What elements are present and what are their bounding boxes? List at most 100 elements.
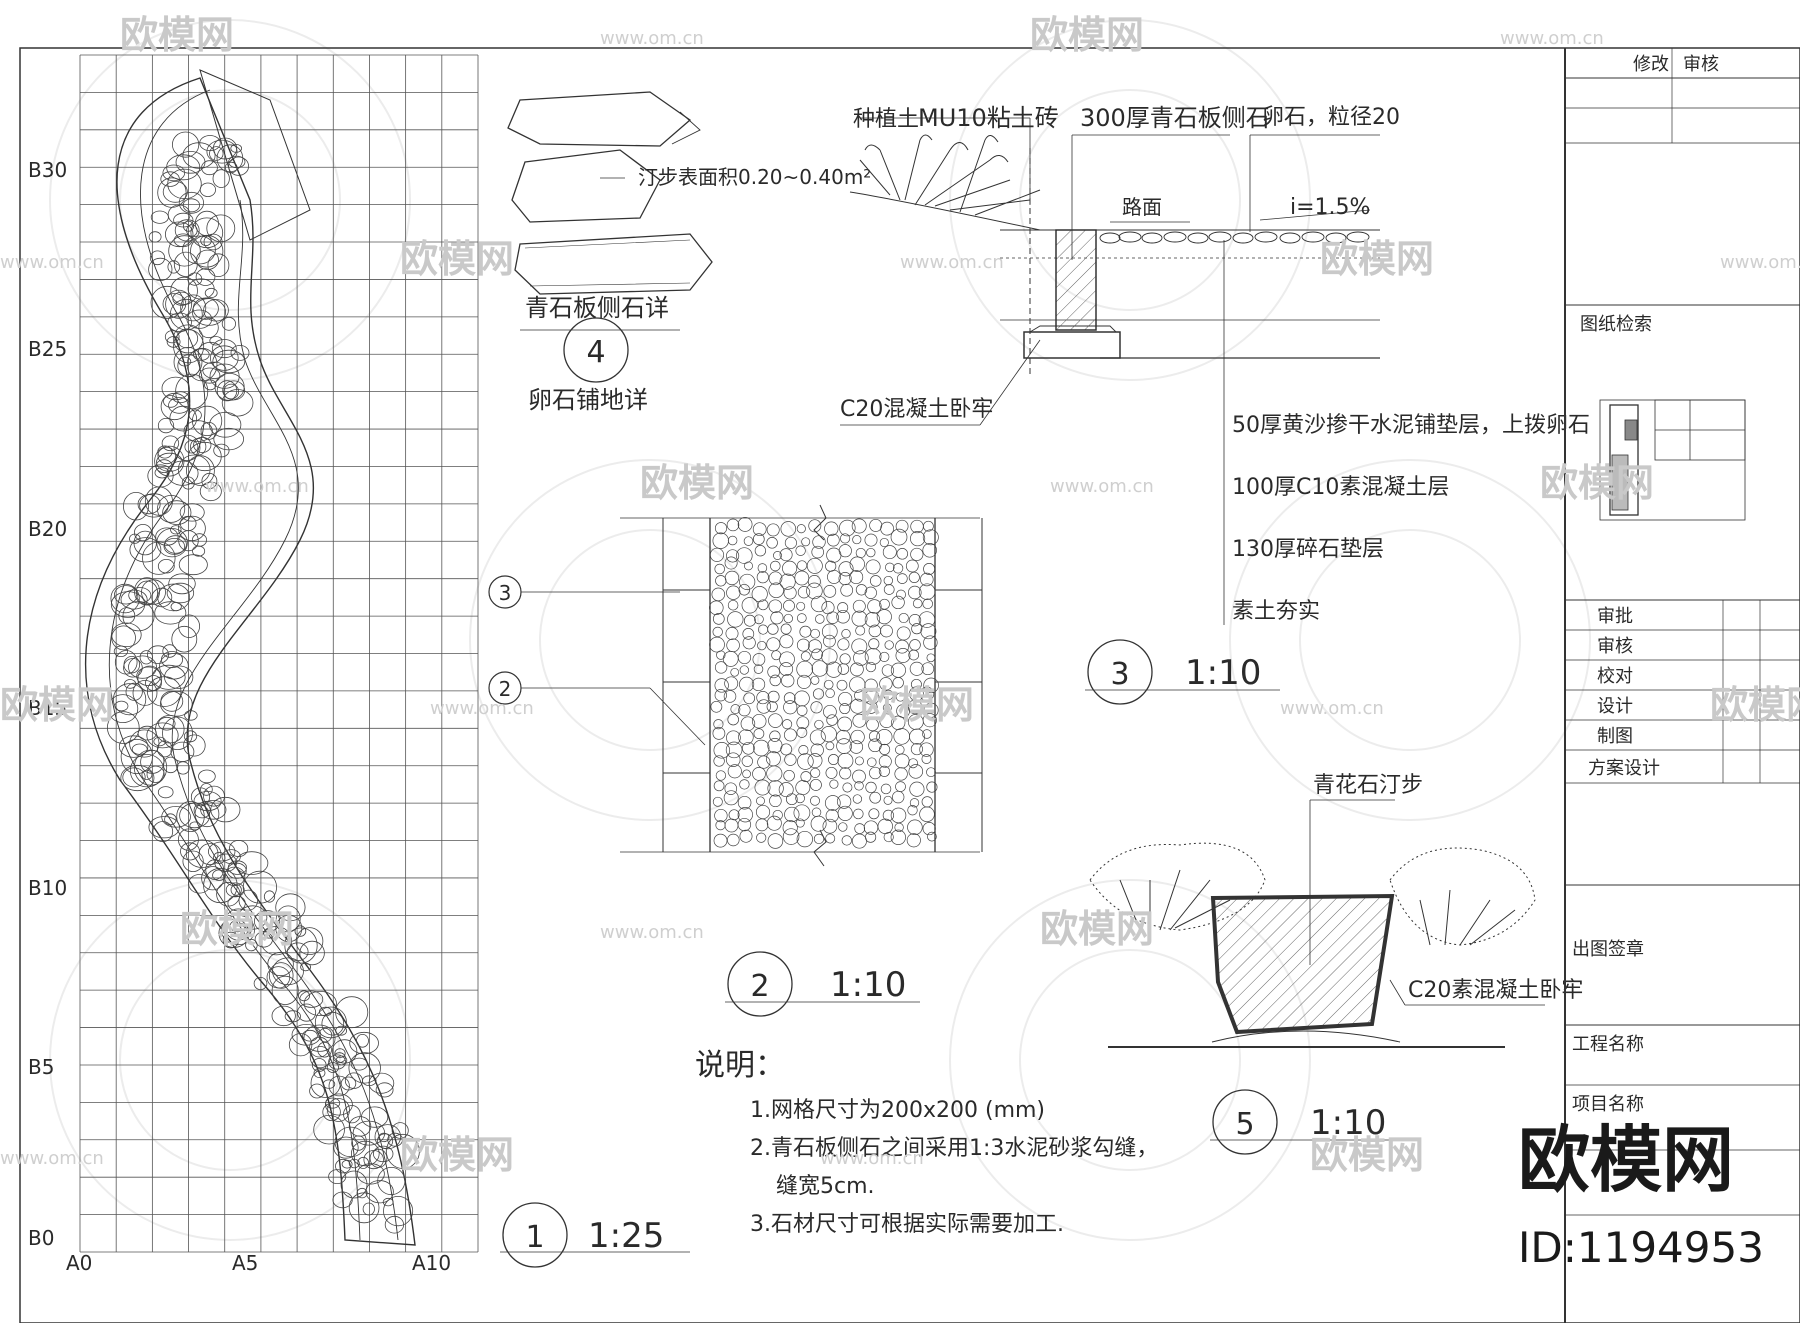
pebble bbox=[814, 719, 824, 730]
pebble bbox=[852, 794, 863, 804]
pebble bbox=[851, 638, 868, 655]
pebble bbox=[234, 922, 249, 937]
pebble bbox=[879, 677, 893, 691]
pebble bbox=[852, 599, 866, 613]
pebble bbox=[190, 438, 207, 456]
note-1: 1.网格尺寸为200x200 (mm) bbox=[750, 1098, 1045, 1123]
watermark-url: www.om.cn bbox=[1720, 252, 1800, 273]
pebble bbox=[908, 649, 920, 661]
tb-review-header: 审核 bbox=[1683, 54, 1719, 75]
pebble bbox=[836, 738, 852, 754]
pebble bbox=[837, 663, 850, 675]
pebble bbox=[896, 573, 908, 584]
pebble bbox=[895, 781, 906, 792]
pebble bbox=[155, 459, 173, 473]
pebble bbox=[766, 765, 783, 782]
pebble bbox=[357, 1156, 370, 1169]
pebble bbox=[799, 625, 812, 638]
pebble bbox=[164, 535, 187, 554]
pebble bbox=[209, 363, 240, 389]
drawing-frame bbox=[19, 47, 1800, 1323]
pebble bbox=[783, 769, 795, 782]
pebble bbox=[391, 1122, 409, 1139]
pebble bbox=[823, 585, 837, 598]
pebble bbox=[744, 561, 753, 571]
pebble bbox=[183, 730, 198, 743]
pebble bbox=[864, 700, 878, 714]
pebble bbox=[171, 625, 198, 653]
pebble bbox=[784, 536, 797, 549]
layer-1: 50厚黄沙掺干水泥铺垫层，上拨卵石 bbox=[1232, 413, 1590, 438]
pebble bbox=[797, 753, 814, 770]
key-plan-thumbnail bbox=[1599, 399, 1746, 521]
pebble bbox=[714, 563, 725, 575]
pebble bbox=[199, 182, 216, 198]
pebble bbox=[726, 585, 741, 600]
pebble bbox=[141, 579, 166, 605]
pebble bbox=[737, 795, 752, 810]
pebble bbox=[855, 547, 866, 559]
pebble bbox=[766, 815, 782, 831]
pebble bbox=[877, 818, 893, 834]
pebble bbox=[782, 560, 798, 576]
pebble bbox=[839, 703, 851, 715]
pebble bbox=[288, 1033, 313, 1057]
watermark-brand: 欧模网 bbox=[1310, 1133, 1424, 1177]
pebble bbox=[133, 523, 152, 542]
pebble bbox=[271, 1005, 296, 1027]
tb-proof: 校对 bbox=[1597, 666, 1633, 687]
pebble bbox=[295, 927, 324, 955]
pebble bbox=[384, 1215, 404, 1234]
pebble bbox=[740, 716, 756, 731]
pebble bbox=[166, 582, 195, 604]
pebble bbox=[725, 741, 743, 759]
pebble bbox=[209, 146, 224, 161]
pebble bbox=[883, 575, 893, 586]
pebble bbox=[724, 676, 739, 691]
pebble bbox=[356, 1034, 369, 1048]
pebble bbox=[879, 651, 890, 662]
pebble bbox=[840, 533, 851, 544]
pebble bbox=[923, 677, 939, 694]
pebble bbox=[221, 914, 255, 946]
pebble bbox=[779, 651, 795, 668]
pebble bbox=[212, 851, 226, 864]
pebble bbox=[272, 957, 304, 986]
pebble bbox=[150, 285, 184, 319]
detail-4-title-pebble: 卵石铺地详 bbox=[528, 386, 648, 414]
pebble bbox=[767, 690, 780, 703]
pebble bbox=[178, 614, 201, 638]
pebble bbox=[742, 741, 755, 755]
pebble bbox=[780, 743, 793, 756]
pebble bbox=[313, 1114, 345, 1145]
pebble bbox=[896, 626, 911, 641]
pebble bbox=[334, 1048, 346, 1059]
pebble bbox=[309, 1083, 325, 1099]
pebble bbox=[151, 664, 186, 690]
pebble bbox=[837, 638, 850, 651]
pebble bbox=[173, 212, 194, 228]
pebble bbox=[182, 198, 200, 213]
pebble bbox=[783, 692, 796, 704]
pebble bbox=[375, 1082, 394, 1098]
pebble bbox=[156, 452, 183, 472]
pebble bbox=[795, 793, 805, 804]
pebble bbox=[124, 679, 137, 689]
pebble bbox=[245, 938, 258, 952]
pebble bbox=[784, 753, 797, 766]
pebble bbox=[230, 884, 242, 896]
pebble bbox=[120, 764, 155, 792]
pebble bbox=[795, 780, 811, 796]
pebble bbox=[133, 530, 157, 556]
pebble bbox=[737, 650, 752, 665]
watermark-url: www.om.cn bbox=[1280, 698, 1384, 719]
pebble bbox=[172, 131, 200, 158]
pebble bbox=[210, 796, 241, 823]
label-clay-brick: MU10粘土砖 bbox=[918, 104, 1059, 132]
pebble bbox=[741, 755, 753, 767]
pebble bbox=[895, 648, 911, 663]
pebble bbox=[920, 572, 934, 587]
pebble bbox=[129, 537, 162, 563]
pebble bbox=[328, 1075, 350, 1097]
pebble bbox=[183, 734, 206, 757]
